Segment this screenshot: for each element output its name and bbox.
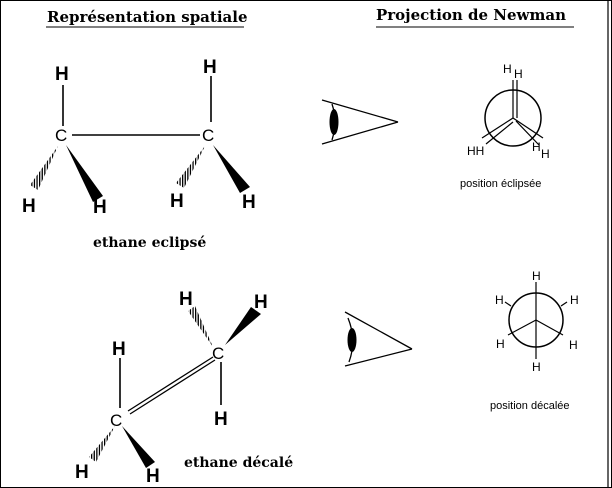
caption-eclipsed-3d: ethane eclipsé — [93, 235, 206, 251]
atom-h: H — [532, 269, 541, 283]
atom-h-pair: HH — [467, 144, 484, 158]
atom-h: H — [569, 338, 578, 352]
caption-eclipsed-newman: position éclipsée — [460, 178, 541, 190]
wedge-bond-c1 — [66, 145, 103, 202]
atom-h: H — [203, 57, 217, 78]
atom-h: H — [532, 360, 541, 374]
caption-staggered-newman: position décalée — [490, 400, 570, 412]
atom-c1: C — [110, 411, 122, 430]
atom-h: H — [75, 462, 89, 483]
atom-c1: C — [55, 126, 67, 145]
atom-h: H — [495, 293, 504, 307]
newman-eclipsed: H H HH H H position éclipsée — [460, 62, 550, 190]
atom-h: H — [170, 191, 184, 212]
bond-c-c — [129, 359, 216, 415]
atom-h: H — [503, 62, 512, 76]
atom-c2: C — [212, 344, 224, 363]
hashed-bond-c2 — [176, 146, 205, 188]
wedge-bond-c2 — [225, 307, 261, 345]
header-right: Projection de Newman — [376, 6, 566, 24]
atom-h: H — [55, 64, 69, 85]
atom-h: H — [570, 293, 579, 307]
hashed-bond-c1 — [89, 426, 115, 462]
atom-h: H — [541, 147, 550, 161]
hashed-bond-c1 — [30, 146, 58, 190]
atom-c2: C — [202, 126, 214, 145]
atom-h: H — [496, 337, 505, 351]
atom-h: H — [93, 197, 107, 218]
atom-h: H — [514, 67, 523, 81]
atom-h: H — [214, 409, 228, 430]
atom-h: H — [254, 292, 268, 313]
eye-icon — [321, 99, 399, 145]
caption-staggered-3d: ethane décalé — [184, 455, 293, 471]
eye-icon — [344, 311, 413, 367]
header-left: Représentation spatiale — [47, 8, 248, 26]
atom-h: H — [112, 339, 126, 360]
newman-staggered: H H H H H H position décalée — [490, 269, 579, 412]
atom-h: H — [22, 196, 36, 217]
bond-c-c — [127, 356, 214, 412]
eclipsed-ethane-3d: C C H H H H H H ethane eclipsé — [22, 57, 256, 251]
wedge-bond-c1 — [122, 426, 155, 468]
wedge-bond-c2 — [213, 145, 250, 193]
staggered-ethane-3d: C C H H H H H H ethane décalé — [75, 289, 293, 487]
atom-h: H — [532, 140, 541, 154]
atom-h: H — [179, 289, 193, 310]
hashed-bond-c2 — [188, 306, 213, 347]
atom-h: H — [146, 466, 160, 487]
atom-h: H — [242, 192, 256, 213]
